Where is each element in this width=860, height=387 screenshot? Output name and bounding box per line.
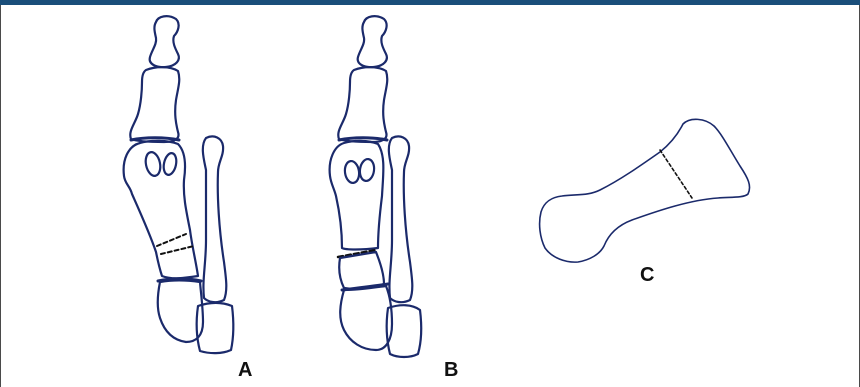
panel-b-second-metatarsal [389,136,412,302]
panel-a-proximal-phalanx [130,67,179,142]
panel-b-sesamoid-lateral [359,158,376,182]
panel-a-label: A [238,360,252,380]
panel-a-distal-phalanx [150,16,179,67]
panel-c-label: C [640,265,654,285]
panel-a-sesamoid-medial [144,151,163,177]
panel-c-osteotomy-line [660,150,692,198]
panel-c-metatarsal-outline [540,119,750,262]
panel-a-drawing [124,16,234,353]
panel-b-metatarsal-base [339,252,384,289]
panel-b-medial-cuneiform [340,286,392,350]
panel-a-osteotomy-line-2 [161,246,194,254]
panel-b-proximal-phalanx [338,67,387,142]
panel-c-drawing [540,119,750,262]
panel-a-second-metatarsal [203,136,226,302]
panel-b-drawing [330,16,422,357]
panel-a-sesamoid-lateral [162,152,178,176]
panel-a-first-metatarsal [124,141,198,278]
panel-b-label: B [444,360,458,380]
panel-b-sesamoid-medial [344,160,361,184]
panel-b-first-metatarsal [330,141,384,250]
panel-b-distal-phalanx [358,16,387,67]
panel-b-joint-line [339,138,387,140]
panel-a-joint-line [131,138,179,140]
panel-a-osteotomy-line-1 [157,234,186,246]
